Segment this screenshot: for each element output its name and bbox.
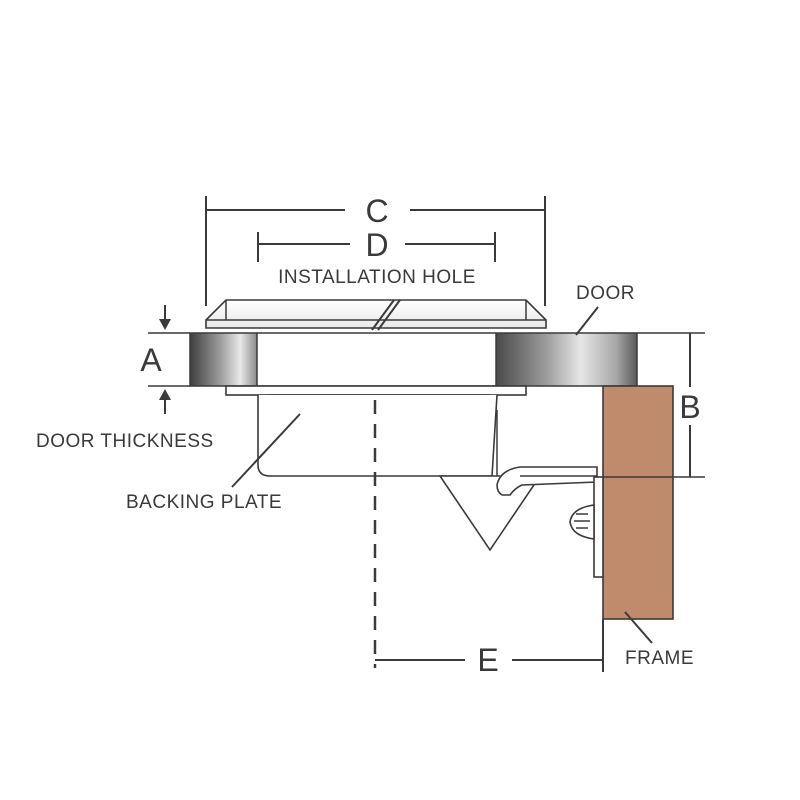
dimension-a-label: A	[140, 342, 162, 378]
dimension-c-label: C	[365, 193, 388, 229]
door-label: DOOR	[576, 283, 635, 304]
dimension-b-label: B	[679, 389, 700, 425]
dimension-c: C	[205, 193, 546, 306]
latch-cam	[438, 466, 598, 552]
latch-flange	[205, 299, 547, 331]
dimension-a: A	[140, 305, 190, 414]
dimension-d-label: D	[365, 227, 388, 263]
frame-leader	[624, 611, 653, 644]
backing-plate-leader	[231, 413, 301, 488]
dimension-d: D	[257, 227, 496, 263]
latch-body	[225, 385, 527, 485]
frame	[569, 385, 674, 620]
door-thickness-label: DOOR THICKNESS	[36, 431, 214, 452]
door-panel	[189, 332, 705, 387]
frame-label: FRAME	[625, 648, 694, 669]
dimension-b: B	[673, 333, 705, 478]
dimension-e-label: E	[477, 642, 498, 678]
door-leader	[575, 306, 599, 336]
installation-hole-label: INSTALLATION HOLE	[278, 267, 476, 288]
dimension-e: E	[375, 619, 604, 678]
backing-plate-label: BACKING PLATE	[126, 492, 282, 513]
